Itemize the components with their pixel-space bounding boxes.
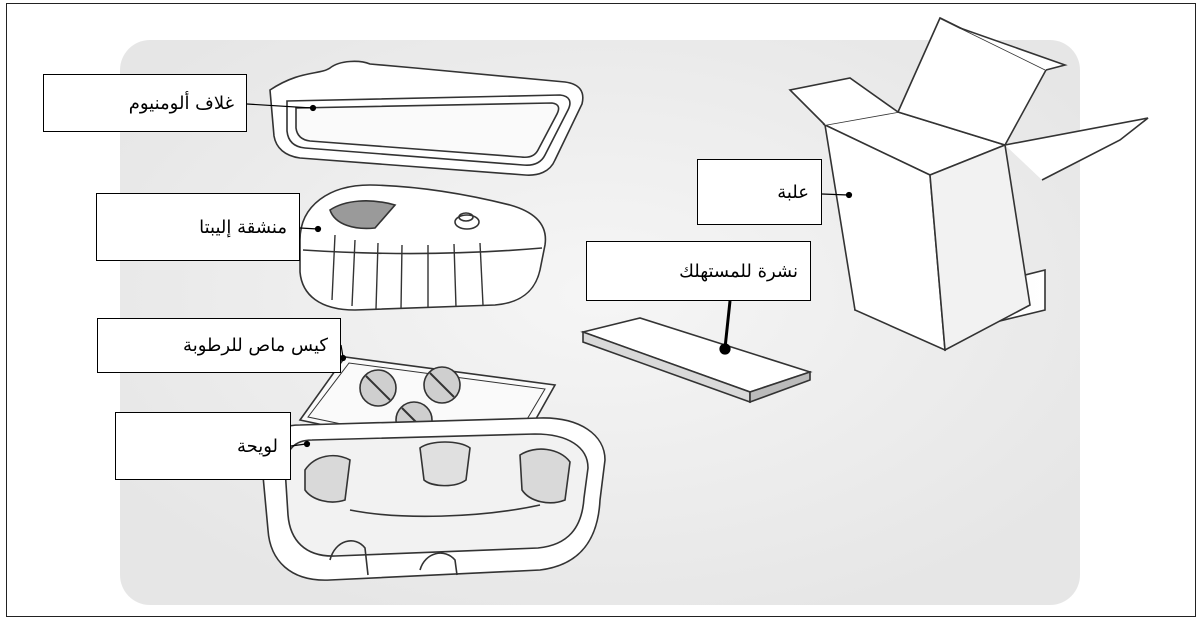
leader-desiccant-dot: [341, 356, 346, 361]
leader-tray-dot: [305, 442, 310, 447]
leader-inhaler-dot: [316, 227, 321, 232]
label-patient-leaflet: نشرة للمستهلك: [586, 241, 811, 301]
label-desiccant-sachet: كيس ماص للرطوبة: [97, 318, 341, 373]
label-ellipta-inhaler: منشقة إليبتا: [96, 193, 300, 261]
leader-leaflet-dot: [720, 344, 730, 354]
label-box: علبة: [697, 159, 822, 225]
label-aluminium-foil: غلاف ألومنيوم: [43, 74, 247, 132]
leader-foil-dot: [311, 106, 316, 111]
leader-box-dot: [847, 193, 852, 198]
label-tray: لويحة: [115, 412, 291, 480]
tray-illustration: [262, 418, 605, 580]
